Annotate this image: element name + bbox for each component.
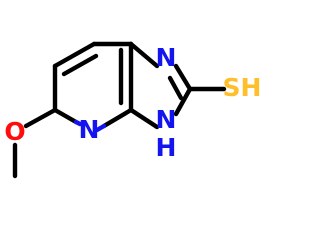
atom-o-label: O <box>4 117 25 146</box>
bond-c2-n1-inner <box>167 75 184 101</box>
molecule-diagram: N N N H SH O <box>4 41 262 179</box>
bond-c7-c6 <box>52 41 97 69</box>
bond-c2-n3 <box>173 86 193 117</box>
bond-c5-n4-black <box>52 107 79 125</box>
bond-c3a-n3-side <box>128 107 160 130</box>
atom-n1-label: N <box>156 43 177 72</box>
bond-c3a-n4-black <box>101 107 134 129</box>
atom-sh-label: SH <box>223 73 262 102</box>
bond-c2-n1 <box>173 63 193 92</box>
bond-c7a-n1-side <box>128 41 160 69</box>
bond-c3a-n4-blue <box>94 123 107 133</box>
atom-n3-hydrogen-label: H <box>156 133 177 162</box>
bond-c7-c6-inner <box>61 53 99 77</box>
atom-n3-label: N <box>156 105 177 134</box>
bond-c5-n4-blue <box>73 119 83 127</box>
atom-n4-label: N <box>79 115 100 144</box>
bond-c5-o <box>23 107 58 129</box>
